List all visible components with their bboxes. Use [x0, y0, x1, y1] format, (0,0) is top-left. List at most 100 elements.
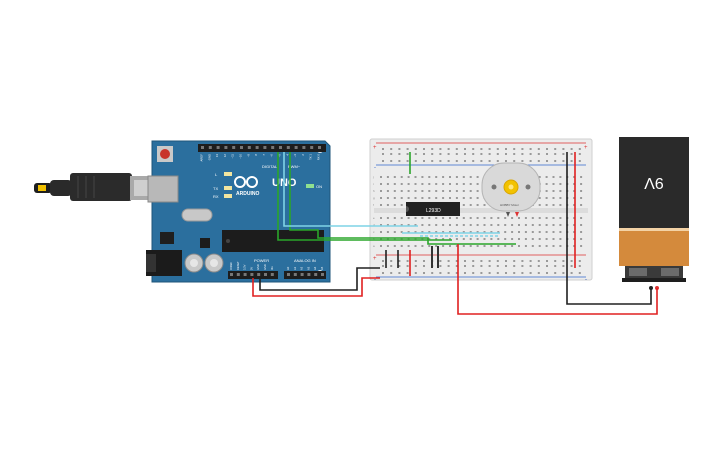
row-letter: b [373, 237, 375, 241]
power-pin-label: Vin [270, 266, 274, 270]
header-hole[interactable] [224, 146, 228, 149]
dc-motor[interactable]: HOBBY Motor [481, 162, 541, 217]
row-letter: h [373, 189, 375, 193]
row-letter: j [372, 175, 374, 179]
header-hole[interactable] [230, 273, 233, 276]
wire-red-battery[interactable] [457, 244, 658, 315]
wires[interactable] [252, 152, 658, 315]
analog-pin-label: A0 [286, 266, 290, 270]
digital-label: DIGITAL [262, 164, 278, 169]
digital-pin-label: 8 [254, 154, 258, 156]
wire-green-1[interactable] [277, 152, 452, 241]
header-hole[interactable] [310, 146, 314, 149]
header-hole[interactable] [264, 273, 267, 276]
header-hole[interactable] [307, 273, 311, 276]
digital-pin-label: ~5 [278, 154, 282, 158]
header-hole[interactable] [270, 273, 274, 276]
header-hole[interactable] [216, 146, 220, 149]
power-pin-label: RESET [236, 261, 240, 270]
usb-cable[interactable] [34, 173, 166, 201]
wire-green-2[interactable] [289, 152, 516, 245]
motor-label: HOBBY Motor [500, 203, 519, 207]
rail-minus-label-bottom: - [374, 277, 376, 283]
power-pin-label: GND [263, 264, 267, 270]
power-pin-label: 5V [249, 267, 253, 270]
power-pin-label: GND [256, 264, 260, 270]
header-hole[interactable] [243, 273, 247, 276]
analog-header[interactable] [284, 271, 326, 279]
analog-pin-label: A2 [300, 266, 304, 270]
battery-terminals [622, 266, 686, 282]
header-hole[interactable] [302, 146, 306, 149]
l293d-ic[interactable]: L293D [406, 202, 460, 216]
arduino-logo [234, 176, 258, 188]
digital-pin-label: 12 [223, 154, 227, 158]
led-l-label: L [215, 172, 218, 177]
row-letter: f [373, 203, 374, 207]
power-label: POWER [254, 258, 269, 263]
rail-minus-label-top: - [374, 165, 376, 171]
battery-band [619, 229, 689, 266]
header-hole[interactable] [293, 273, 297, 276]
header-hole[interactable] [257, 273, 261, 276]
header-hole[interactable] [318, 146, 321, 149]
wire-black-battery[interactable] [566, 152, 652, 305]
header-hole[interactable] [314, 273, 318, 276]
header-hole[interactable] [286, 146, 290, 149]
rail-plus-label-bottom: + [373, 256, 377, 262]
row-letter: i [373, 182, 374, 186]
header-hole[interactable] [247, 146, 251, 149]
header-hole[interactable] [294, 146, 298, 149]
digital-pin-label: AREF [200, 154, 204, 162]
header-hole[interactable] [208, 146, 212, 149]
header-hole[interactable] [255, 146, 259, 149]
small-chip [200, 238, 210, 248]
header-hole[interactable] [201, 146, 204, 149]
digital-pin-label: 2 [301, 154, 305, 156]
header-hole[interactable] [236, 273, 240, 276]
analog-pin-label: A4 [313, 266, 317, 270]
power-jack [146, 250, 182, 276]
header-hole[interactable] [263, 146, 267, 149]
battery-label: 9V [644, 174, 664, 191]
crystal-oscillator [181, 208, 213, 222]
analog-label: ANALOG IN [294, 258, 316, 263]
header-hole[interactable] [240, 146, 243, 149]
capacitor[interactable] [431, 246, 439, 268]
wire-red-5v[interactable] [252, 277, 380, 297]
header-hole[interactable] [279, 146, 282, 149]
row-letter: e [373, 216, 375, 220]
digital-pin-label: 4 [285, 154, 289, 156]
header-hole[interactable] [250, 273, 254, 276]
wire-black-gnd[interactable] [259, 267, 380, 291]
digital-header[interactable] [198, 144, 326, 152]
header-hole[interactable] [287, 273, 290, 276]
digital-pin-label: ~9 [246, 154, 250, 158]
header-hole[interactable] [321, 273, 324, 276]
wire-cyan-1[interactable] [283, 152, 418, 227]
digital-pin-label: ~3 [293, 154, 297, 158]
led-on-label: ON [316, 184, 322, 189]
digital-pin-label: 7 [262, 154, 266, 156]
analog-pin-label: A5 [320, 266, 324, 270]
atmega-chip [222, 230, 324, 252]
electrolytic-capacitors [184, 253, 224, 273]
header-hole[interactable] [300, 273, 304, 276]
header-hole[interactable] [271, 146, 275, 149]
battery-9v[interactable]: 9V [619, 137, 689, 290]
power-pin-label: 3.3V [243, 264, 247, 270]
rail-plus-label-top-right: + [584, 145, 588, 151]
digital-pin-label: RX 0 [317, 154, 321, 161]
digital-pin-label: GND [207, 154, 211, 160]
row-letter: c [373, 230, 375, 234]
digital-pin-label: ~6 [270, 154, 274, 158]
usb-port [147, 175, 179, 203]
header-hole[interactable] [232, 146, 236, 149]
reset-button[interactable] [157, 146, 173, 162]
